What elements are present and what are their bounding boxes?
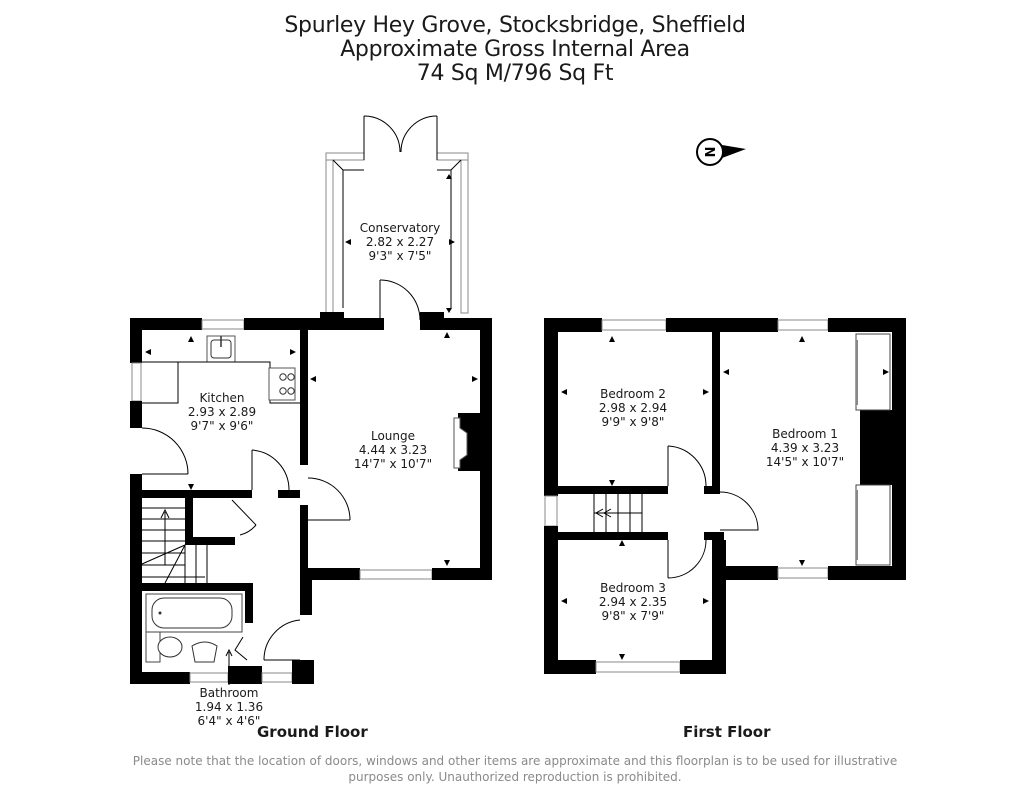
ground-floor-plan: Conservatory 2.82 x 2.27 9'3" x 7'5" [130, 115, 492, 728]
total-area: 74 Sq M/796 Sq Ft [416, 61, 614, 86]
disclaimer-line-2: purposes only. Unauthorized reproduction… [348, 770, 682, 784]
kitchen-metric: 2.93 x 2.89 [188, 405, 256, 419]
bathroom-name: Bathroom [200, 686, 259, 700]
disclaimer-line-1: Please note that the location of doors, … [132, 754, 898, 768]
title-block: Spurley Hey Grove, Stocksbridge, Sheffie… [0, 14, 1030, 86]
bedroom-1-metric: 4.39 x 3.23 [771, 441, 839, 455]
bedroom-3-metric: 2.94 x 2.35 [599, 595, 667, 609]
conservatory-metric: 2.82 x 2.27 [366, 235, 434, 249]
bedroom-1-name: Bedroom 1 [772, 427, 838, 441]
lounge-name: Lounge [371, 429, 415, 443]
bathroom-imperial: 6'4" x 4'6" [198, 714, 261, 728]
north-compass-icon: N [696, 138, 746, 166]
bedroom-2-name: Bedroom 2 [600, 387, 666, 401]
conservatory-imperial: 9'3" x 7'5" [369, 249, 432, 263]
disclaimer: Please note that the location of doors, … [0, 753, 1030, 785]
lounge-imperial: 14'7" x 10'7" [354, 457, 432, 471]
first-floor-plan: Bedroom 2 2.98 x 2.94 9'9" x 9'8" Bedroo… [544, 318, 906, 674]
bathroom-metric: 1.94 x 1.36 [195, 700, 263, 714]
conservatory-name: Conservatory [360, 221, 440, 235]
compass-letter: N [701, 147, 716, 158]
kitchen-imperial: 9'7" x 9'6" [191, 419, 254, 433]
bedroom-2-imperial: 9'9" x 9'8" [602, 415, 665, 429]
conservatory: Conservatory 2.82 x 2.27 9'3" x 7'5" [325, 115, 469, 314]
kitchen-name: Kitchen [199, 391, 244, 405]
property-address: Spurley Hey Grove, Stocksbridge, Sheffie… [284, 13, 746, 38]
bedroom-3-name: Bedroom 3 [600, 581, 666, 595]
lounge-metric: 4.44 x 3.23 [359, 443, 427, 457]
bedroom-1-imperial: 14'5" x 10'7" [766, 455, 844, 469]
bedroom-3-imperial: 9'8" x 7'9" [602, 609, 665, 623]
first-floor-label: First Floor [683, 723, 771, 741]
area-subtitle: Approximate Gross Internal Area [340, 37, 690, 62]
bedroom-2-metric: 2.98 x 2.94 [599, 401, 667, 415]
ground-floor-label: Ground Floor [257, 723, 368, 741]
